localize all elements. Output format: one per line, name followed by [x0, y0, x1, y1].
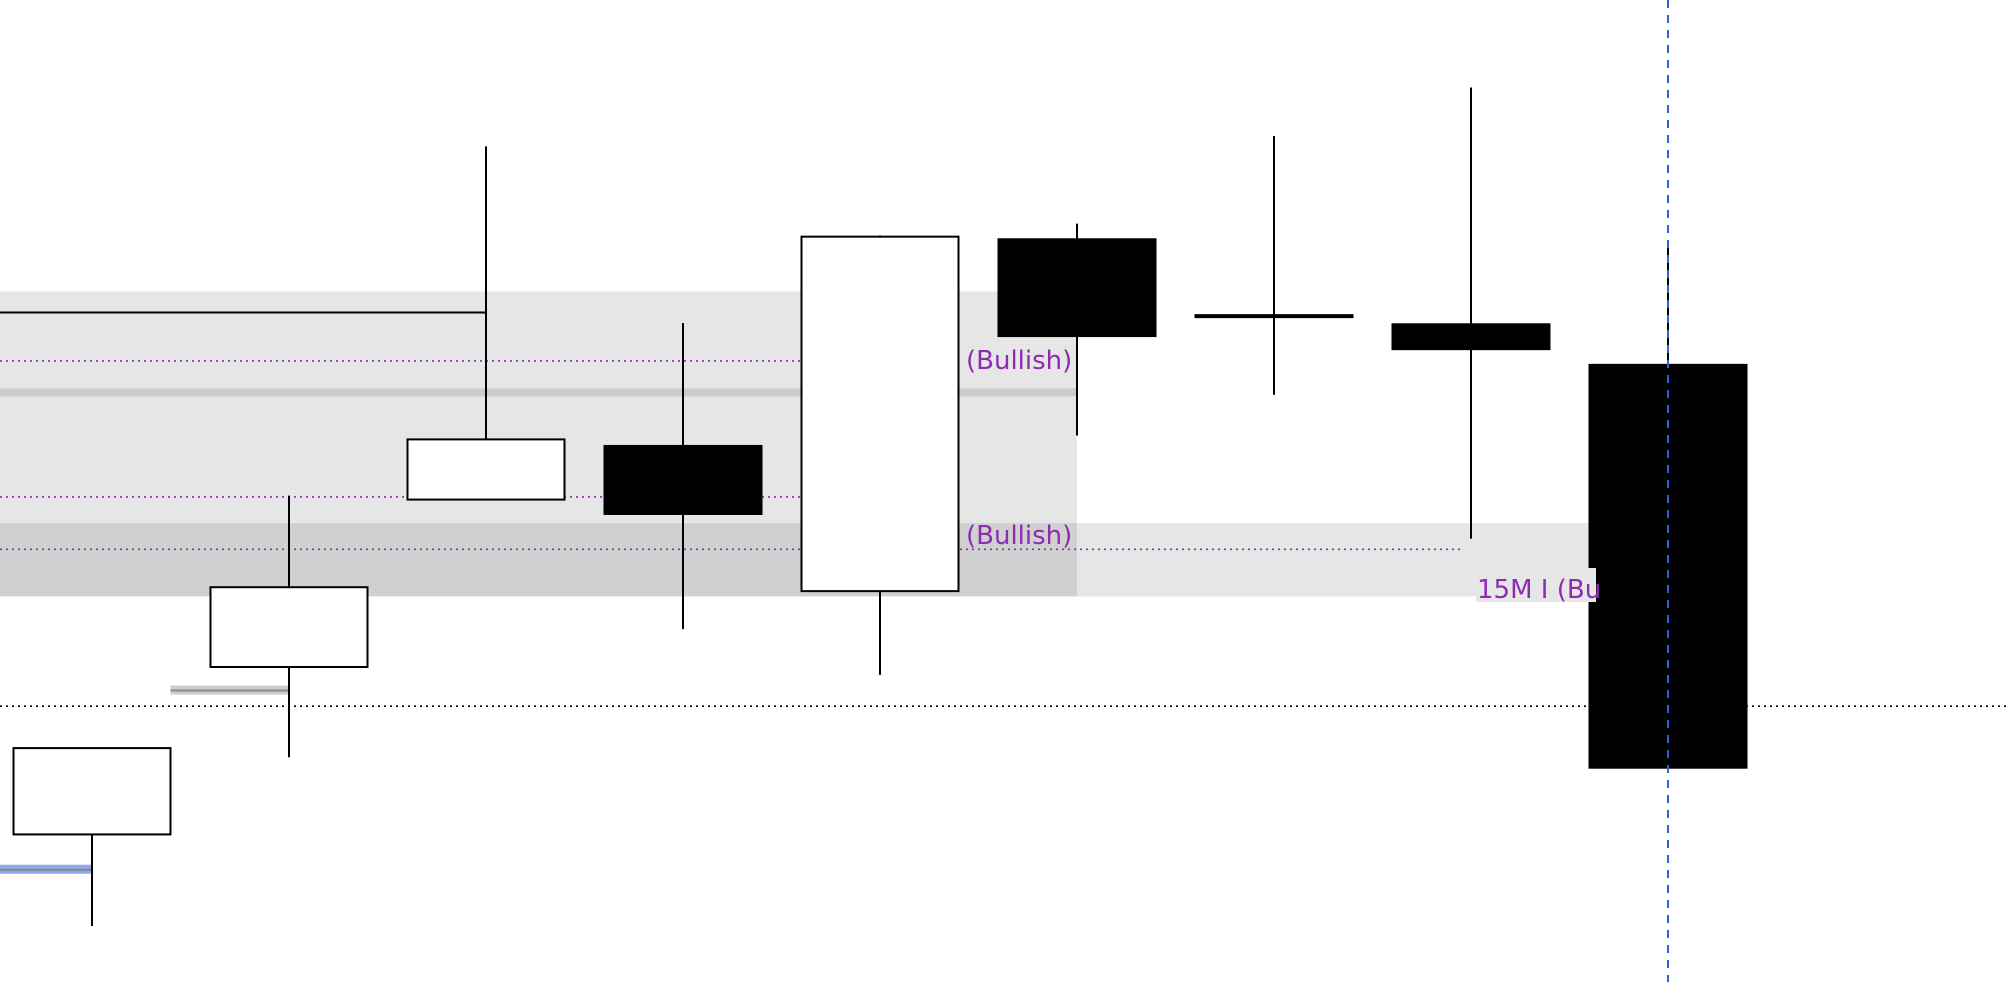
zone-label-bullish-2: (Bullish)	[966, 521, 1072, 551]
candle-0[interactable]	[12, 747, 172, 926]
candles-layer[interactable]	[12, 87, 1748, 926]
candle-body	[209, 586, 369, 668]
candle-body	[12, 747, 172, 836]
candle-body	[406, 438, 566, 501]
candle-body	[1588, 363, 1748, 769]
zone-label-15m: 15M I (Bu	[1477, 575, 1601, 605]
candle-body	[800, 235, 960, 593]
labels-layer: (Bullish) (Bullish) 15M I (Bu	[966, 346, 1601, 605]
candle-3[interactable]	[603, 322, 763, 630]
candle-body	[1194, 314, 1354, 319]
markers-layer	[0, 685, 289, 874]
candle-4[interactable]	[800, 235, 960, 675]
candle-1[interactable]	[209, 495, 369, 758]
candle-body	[997, 238, 1157, 338]
candle-5[interactable]	[997, 223, 1157, 436]
label-mask	[1476, 568, 1596, 602]
zone-divider	[0, 388, 1077, 397]
candle-8[interactable]	[1588, 241, 1748, 769]
candle-body	[603, 444, 763, 515]
candle-7[interactable]	[1391, 87, 1551, 539]
levels-layer	[0, 311, 2008, 708]
zone-label-bullish-1: (Bullish)	[966, 346, 1072, 376]
candle-6[interactable]	[1194, 135, 1354, 395]
candle-body	[1391, 323, 1551, 351]
candle-2[interactable]	[406, 146, 566, 501]
